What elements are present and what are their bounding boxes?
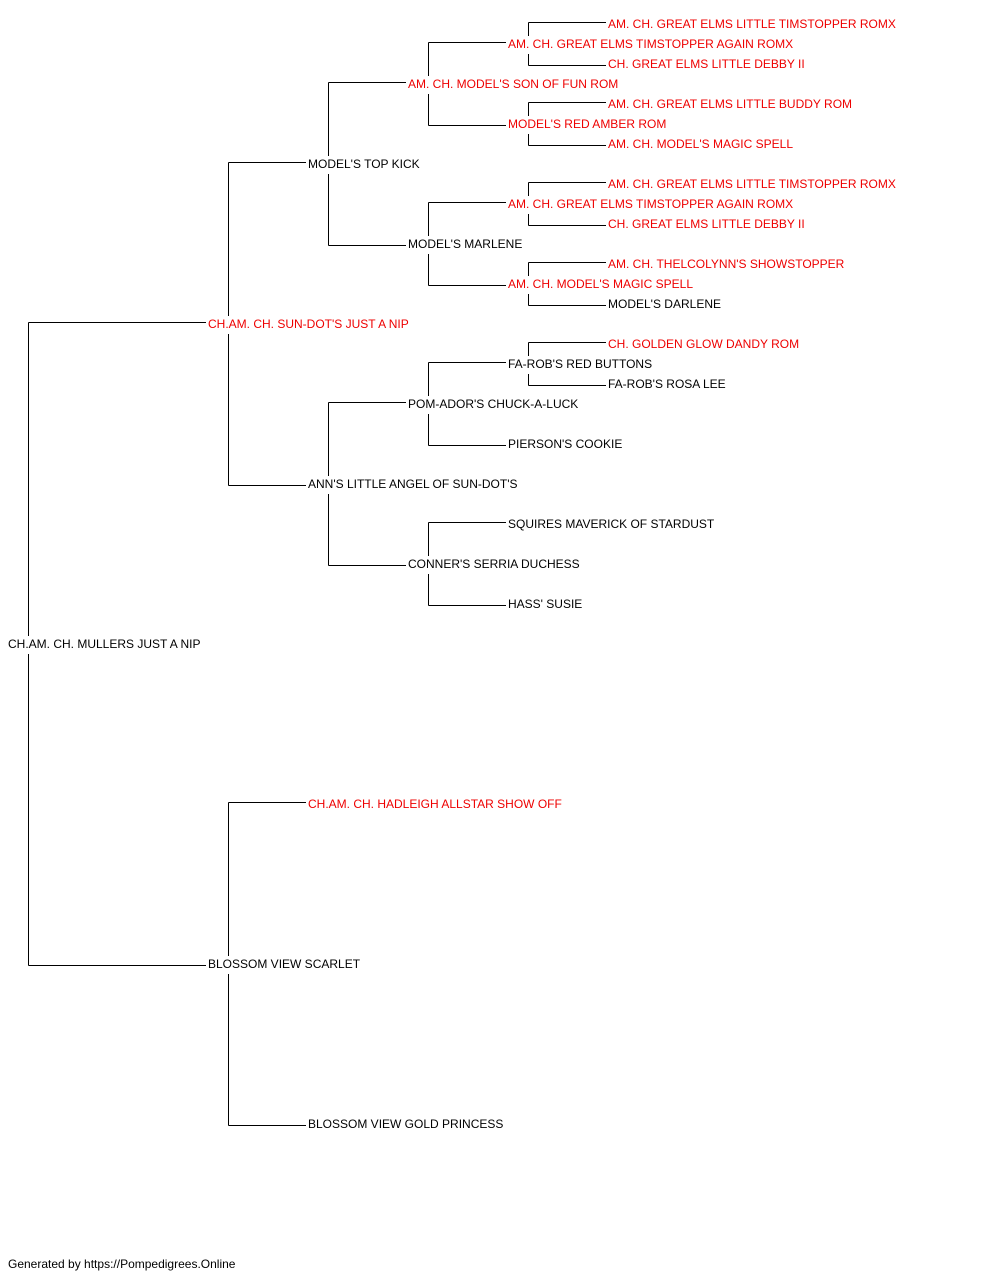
dam-name: BLOSSOM VIEW SCARLET xyxy=(208,957,361,971)
sire-name: CH.AM. CH. SUN-DOT'S JUST A NIP xyxy=(208,317,409,331)
maternal-granddam-name: BLOSSOM VIEW GOLD PRINCESS xyxy=(308,1117,504,1131)
great-grandparent-name: AM. CH. MODEL'S SON OF FUN ROM xyxy=(408,77,619,91)
ancestor-name: HASS' SUSIE xyxy=(508,597,583,611)
ancestor-name: CH. GOLDEN GLOW DANDY ROM xyxy=(608,337,800,351)
paternal-granddam-name: ANN'S LITTLE ANGEL OF SUN-DOT'S xyxy=(308,477,518,491)
ancestor-name: PIERSON'S COOKIE xyxy=(508,437,623,451)
ancestor-name: AM. CH. GREAT ELMS TIMSTOPPER AGAIN ROMX xyxy=(508,37,794,51)
paternal-grandsire-name: MODEL'S TOP KICK xyxy=(308,157,420,171)
ancestor-name: MODEL'S RED AMBER ROM xyxy=(508,117,667,131)
ancestor-name: AM. CH. THELCOLYNN'S SHOWSTOPPER xyxy=(608,257,845,271)
ancestor-name: CH. GREAT ELMS LITTLE DEBBY II xyxy=(608,217,805,231)
ancestor-name: AM. CH. MODEL'S MAGIC SPELL xyxy=(508,277,693,291)
ancestor-name: SQUIRES MAVERICK OF STARDUST xyxy=(508,517,715,531)
maternal-grandsire-name: CH.AM. CH. HADLEIGH ALLSTAR SHOW OFF xyxy=(308,797,562,811)
ancestor-name: AM. CH. MODEL'S MAGIC SPELL xyxy=(608,137,793,151)
great-grandparent-name: POM-ADOR'S CHUCK-A-LUCK xyxy=(408,397,579,411)
ancestor-name: MODEL'S DARLENE xyxy=(608,297,721,311)
ancestor-name: AM. CH. GREAT ELMS LITTLE TIMSTOPPER ROM… xyxy=(608,177,896,191)
ancestor-name: CH. GREAT ELMS LITTLE DEBBY II xyxy=(608,57,805,71)
great-grandparent-name: CONNER'S SERRIA DUCHESS xyxy=(408,557,580,571)
ancestor-name: FA-ROB'S RED BUTTONS xyxy=(508,357,653,371)
ancestor-name: AM. CH. GREAT ELMS LITTLE TIMSTOPPER ROM… xyxy=(608,17,896,31)
subject-dog-name: CH.AM. CH. MULLERS JUST A NIP xyxy=(8,637,201,651)
ancestor-name: FA-ROB'S ROSA LEE xyxy=(608,377,726,391)
generated-by-footer: Generated by https://Pompedigrees.Online xyxy=(8,1257,236,1271)
ancestor-name: AM. CH. GREAT ELMS LITTLE BUDDY ROM xyxy=(608,97,853,111)
great-grandparent-name: MODEL'S MARLENE xyxy=(408,237,523,251)
ancestor-name: AM. CH. GREAT ELMS TIMSTOPPER AGAIN ROMX xyxy=(508,197,794,211)
